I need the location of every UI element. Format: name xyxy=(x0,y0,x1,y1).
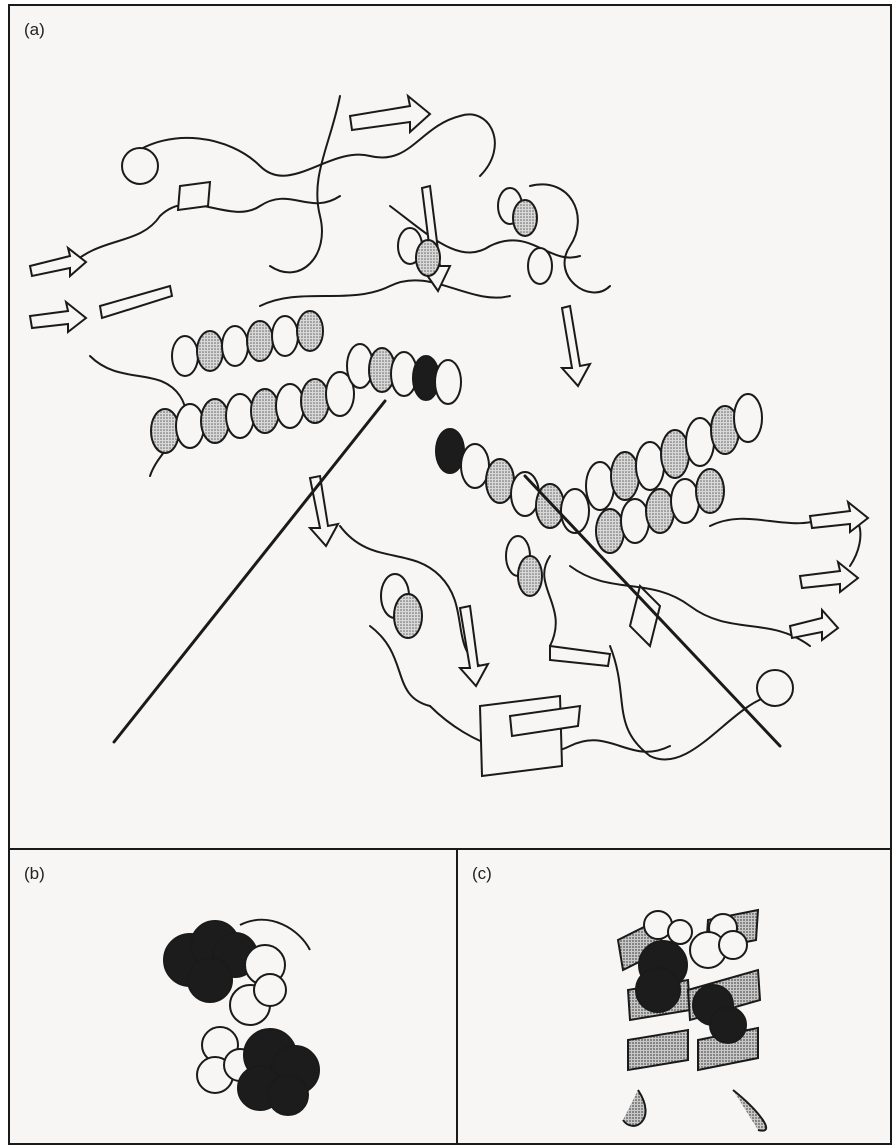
beta-strand xyxy=(310,476,338,546)
beta-strand xyxy=(100,286,172,318)
alpha-helix xyxy=(347,344,461,404)
beta-strand xyxy=(562,306,590,386)
loop-coil xyxy=(544,556,556,646)
loop-coil xyxy=(130,114,495,176)
alpha-helix xyxy=(151,372,354,453)
panel-b: (b) xyxy=(8,848,458,1145)
beta-strand xyxy=(350,96,430,132)
space-filling-interface-top-view xyxy=(10,850,456,1143)
pointer-line xyxy=(114,401,385,742)
loop-coil xyxy=(570,566,810,646)
alpha-helix xyxy=(498,188,552,284)
loop-coil xyxy=(260,280,510,306)
beta-strand xyxy=(30,248,86,276)
beta-strand xyxy=(178,182,210,210)
loop-coil xyxy=(370,626,430,706)
beta-strand xyxy=(550,646,610,666)
beta-strand xyxy=(480,696,562,776)
beta-strand xyxy=(30,302,86,332)
panel-c: (c) xyxy=(456,848,892,1145)
loop-coil xyxy=(610,646,770,760)
loop-coil xyxy=(270,96,340,272)
panel-a: (a) xyxy=(8,4,892,850)
protein-ribbon-diagram xyxy=(10,6,890,848)
alpha-helix xyxy=(172,311,323,376)
coiled-coil-side-view xyxy=(458,850,890,1143)
beta-strand xyxy=(790,610,838,640)
